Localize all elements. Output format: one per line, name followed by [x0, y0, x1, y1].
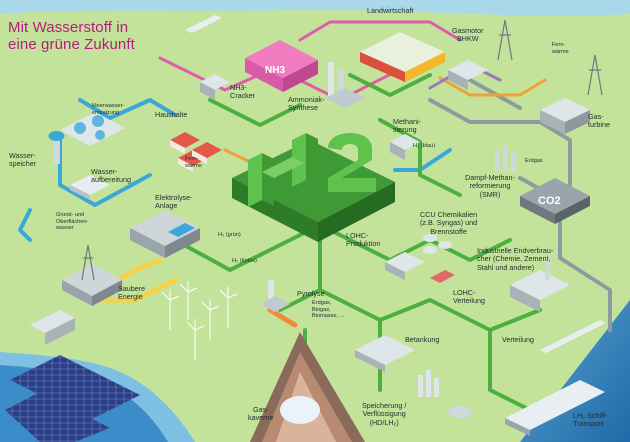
substation [62, 264, 122, 306]
co2-block: CO2 [520, 178, 590, 224]
h2-line-6 [378, 118, 462, 197]
label-meerwasserentsalzung: Meerwasser- entsalzung [92, 103, 125, 116]
buildings [48, 15, 606, 436]
energy-line-2 [97, 277, 178, 303]
label-wasserspeicher: Wasser- speicher [9, 151, 37, 169]
ccu-tanks [423, 234, 452, 254]
label-ccu: CCU Chemikalien (z.B. Syngas) und Brenns… [420, 210, 478, 236]
label-elektrolyse: Elektrolyse- Anlage [155, 193, 193, 211]
label-fernwaerme-mid: Fern- wärme [185, 156, 202, 169]
h2-block [232, 133, 395, 242]
label-betankung: Betankung [405, 335, 440, 344]
h2-line-9 [488, 328, 532, 412]
electrolysis-plant [130, 210, 200, 258]
label-grund-oberflaechenwasser: Grund- und Oberflächen- wasser [56, 212, 89, 232]
label-h2-gruen: H₂ (grün) [218, 232, 241, 238]
heat-line-1 [438, 76, 547, 97]
smr-plant [495, 145, 516, 172]
label-haushalte: Haushalte [155, 110, 188, 119]
water-treatment [70, 175, 110, 200]
fueling-station [355, 335, 415, 372]
h2-line-3 [318, 288, 542, 332]
h2-line-5 [208, 98, 302, 127]
label-pyrolyse-inputs: Erdgas, Biogas, Biomasse, ... [312, 300, 345, 320]
methanisation-plant [390, 134, 420, 160]
houses [170, 132, 222, 172]
label-industrie: Industrielle Endverbrau- cher (Chemie, Z… [477, 246, 554, 272]
train [540, 320, 606, 353]
label-lohc-verteilung: LOHC- Verteilung [453, 288, 485, 306]
label-pyrolyse: Pyrolyse [297, 289, 325, 298]
coast-top [0, 0, 630, 16]
label-landwirtschaft: Landwirtschaft [367, 6, 414, 15]
water-tower [48, 131, 65, 164]
label-speicherung: Speicherung / Verflüssigung (HD/LH₂) [362, 401, 407, 427]
ammonia-synthesis [325, 62, 365, 108]
nh3-text: NH3 [265, 65, 285, 76]
label-gaskaverne: Gas- kaverne [248, 405, 274, 423]
co2-text: CO2 [538, 195, 561, 207]
label-fernwaerme-top: Fern- wärme [552, 42, 569, 55]
label-lohc-produktion: LOHC- Produktion [346, 231, 381, 249]
gas-cavern [250, 332, 365, 442]
water-line-3 [18, 208, 32, 242]
label-methanisierung: Methani- sierung [393, 117, 421, 135]
storage-tanks [418, 370, 472, 418]
label-erdgas: Erdgas [525, 158, 543, 164]
gas-turbine [540, 98, 590, 134]
label-wasseraufbereitung: Wasser- aufbereitung [91, 167, 131, 185]
label-h2-blau: H₂ (blau) [413, 143, 436, 149]
ammonia-line-2 [298, 20, 462, 42]
label-ammoniak-synthese: Ammoniak- Synthese [288, 95, 325, 113]
label-saubere-energie: Saubere Energie [118, 284, 146, 302]
label-verteilung: Verteilung [502, 335, 534, 344]
lh2-ship [505, 380, 605, 436]
label-dampf-methan: Dampf-Methan- reformierung (SMR) [465, 173, 515, 199]
industry-plant [510, 258, 570, 312]
gas-motor [448, 60, 488, 90]
label-gasturbine: Gas- turbine [588, 112, 610, 130]
nh3-block: NH3 [245, 40, 318, 92]
water-line-2 [78, 98, 177, 120]
h2-line-4 [348, 73, 432, 97]
greenhouses [360, 32, 445, 82]
label-gasmotor: Gasmotor BHKW [452, 26, 484, 44]
desalination-plant [60, 112, 125, 146]
nh3-cracker [200, 74, 230, 100]
label-lh2-schiff: LH₂ Schiff- Transport [573, 411, 608, 429]
label-h2-tuerkis: H₂ (türkis) [232, 258, 257, 264]
heat-line-3 [267, 307, 298, 328]
pyrolysis-plant [260, 280, 290, 312]
lohc-production [385, 252, 425, 280]
page-title: Mit Wasserstoff in eine grüne Zukunft [8, 19, 135, 53]
lohc-trucks [430, 270, 455, 283]
label-nh3-cracker: NH3- Cracker [230, 83, 256, 101]
solar-field [5, 355, 140, 442]
ship-top [185, 15, 222, 33]
hydro-dam [30, 310, 75, 345]
wind-turbines [161, 281, 238, 360]
power-pylons [81, 19, 603, 281]
